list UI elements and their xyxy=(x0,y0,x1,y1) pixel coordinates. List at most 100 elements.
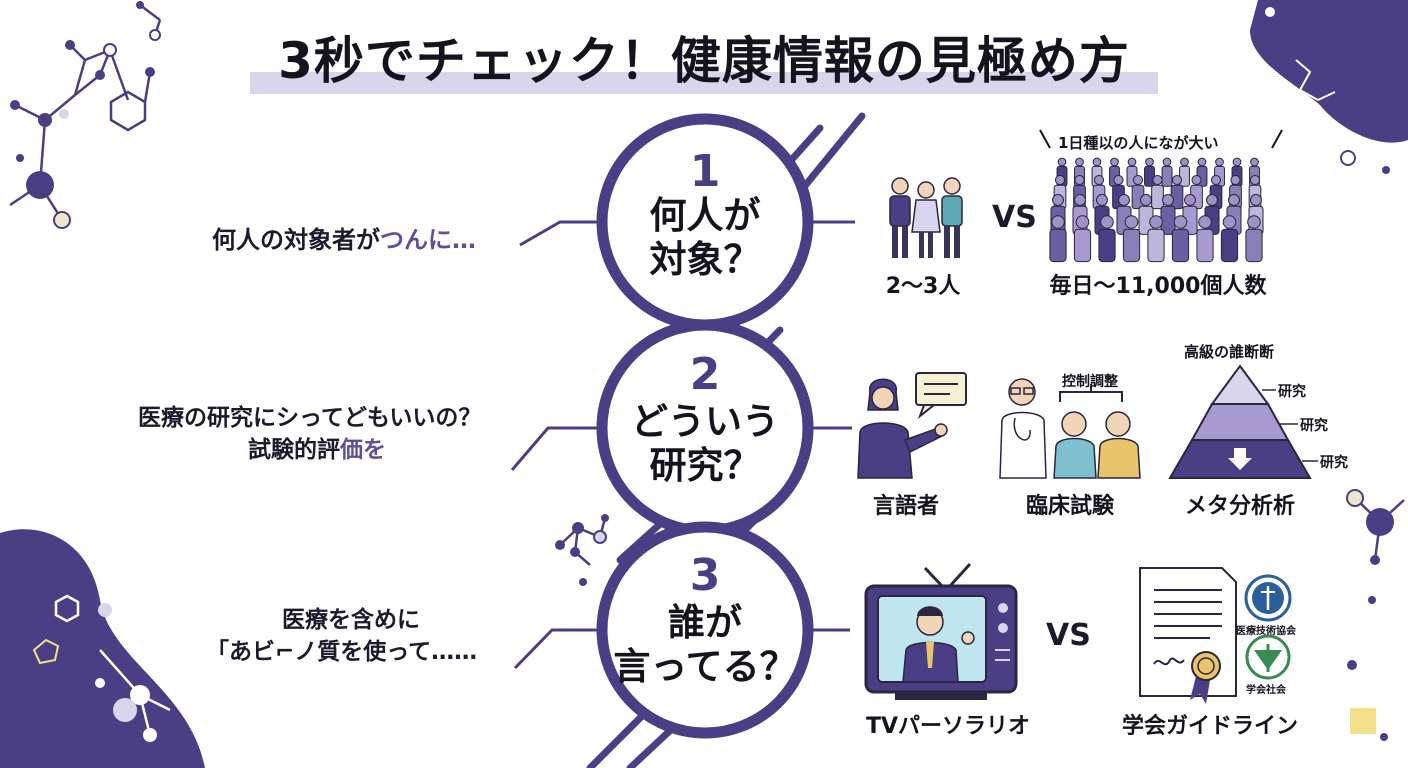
step-3-circle xyxy=(596,521,814,739)
step-3-vs-label: VS xyxy=(1046,618,1091,653)
step-2-left-text-line-2-plain: 試験的評 xyxy=(248,437,340,463)
crowd-person-body xyxy=(1179,165,1190,187)
crowd-person-body xyxy=(1098,228,1116,263)
pyramid-label: メタ分析析 xyxy=(1184,494,1295,519)
pyramid-level-2: 研究 xyxy=(1300,418,1328,434)
control-caption: 控制調整 xyxy=(1062,374,1118,390)
crowd-person-head xyxy=(1230,174,1241,186)
step-2-left-text-line-1: 医療の研究にシってどもいいの？ xyxy=(138,405,482,431)
pentagon-decoration xyxy=(32,638,60,665)
crowd-person-head xyxy=(1145,157,1154,167)
crowd-person-head xyxy=(1206,194,1218,206)
guideline-label: 学会ガイドライン xyxy=(1121,714,1298,739)
crowd-person-head xyxy=(1247,215,1261,229)
crowd-person-head xyxy=(1184,194,1196,206)
step-1-left-text: 何人の対象者がつんに… xyxy=(212,220,476,255)
crowd-person-head xyxy=(1054,174,1066,186)
crowd-person-head xyxy=(1173,215,1188,229)
clinical-trial-label: 臨床試験 xyxy=(1025,494,1114,519)
crowd-person-head xyxy=(1197,157,1207,167)
crowd-person-head xyxy=(1232,157,1242,167)
crowd-person-head xyxy=(1249,174,1261,186)
step-1-vs-label: VS xyxy=(992,200,1037,235)
clinical-trial-people-icon xyxy=(999,378,1141,479)
crowd-person-body xyxy=(1073,228,1092,263)
crowd-person-head xyxy=(1215,157,1224,167)
step-1-number: 1 xyxy=(689,146,721,197)
pyramid-level-3: 研究 xyxy=(1320,455,1348,471)
crowd-person-head xyxy=(1075,215,1090,229)
step-2-question-line-1: どういう xyxy=(631,400,779,443)
crowd-person-head xyxy=(1162,157,1172,167)
crowd-person-body xyxy=(1161,165,1173,187)
step-2-question-line-2: 研究？ xyxy=(649,444,761,487)
crowd-person-head xyxy=(1171,174,1183,186)
crowd-person-head xyxy=(1051,215,1065,229)
crowd-person-head xyxy=(1100,215,1114,229)
crowd-person-head xyxy=(1057,157,1067,167)
crowd-label: 毎日〜11,000個人数 xyxy=(1049,274,1267,299)
step-1-left-text-plain: 何人の対象者が xyxy=(212,226,380,254)
crowd-person-head xyxy=(1222,215,1237,229)
step-2-left-text-line-2: 試験的評価を xyxy=(248,430,386,464)
crowd-person-head xyxy=(1250,157,1259,167)
step-3-number: 3 xyxy=(689,550,721,601)
crowd-caption: 1日種以の人になが大い xyxy=(1058,134,1219,152)
crowd-person-head xyxy=(1228,194,1240,206)
guideline-document-icon xyxy=(1139,567,1237,704)
crowd-caption-bracket xyxy=(1039,129,1283,149)
step-3-left-text-line-1: 医療を含めに xyxy=(282,607,420,633)
molecule-top-right-decoration xyxy=(1295,59,1336,101)
tv-label: TVパーソラリオ xyxy=(865,714,1031,739)
crowd-person-head xyxy=(1096,194,1108,206)
step-1-left-text-accent: つんに… xyxy=(380,226,476,254)
crowd-person-body xyxy=(1147,228,1165,263)
step-2-number: 2 xyxy=(689,349,721,400)
crowd-person-head xyxy=(1110,157,1119,167)
step-1-question-line-1: 何人が xyxy=(649,194,761,237)
crowd-person-head xyxy=(1191,174,1202,186)
title-highlight-band xyxy=(250,72,1158,94)
crowd-person-head xyxy=(1118,194,1130,206)
step-3-question-line-1: 誰が xyxy=(668,601,742,644)
crowd-person-body xyxy=(1049,228,1067,263)
medical-association-seal-icon xyxy=(1244,574,1292,622)
step-3-left-text-line-2: 「あビ⌐ノ質を使って…… xyxy=(206,639,478,665)
blob-bottom-left-decoration xyxy=(0,529,205,768)
crowd-person-head xyxy=(1092,157,1102,167)
seal-1-label: 医療技術協会 xyxy=(1236,626,1296,637)
crowd-person-head xyxy=(1140,194,1152,206)
crowd-person-head xyxy=(1127,157,1137,167)
crowd-person-head xyxy=(1124,215,1139,229)
seal-2-label: 学会社会 xyxy=(1246,685,1286,696)
crowd-person-body xyxy=(1196,228,1214,263)
pyramid-level-1: 研究 xyxy=(1278,384,1306,400)
crowd-person-head xyxy=(1074,174,1085,186)
left-connector-lines xyxy=(510,220,614,670)
blob-top-right-decoration xyxy=(1250,0,1408,143)
crowd-person-head xyxy=(1210,174,1222,186)
crowd-person-head xyxy=(1132,174,1144,186)
crowd-person-head xyxy=(1052,194,1064,206)
crowd-person-head xyxy=(1250,194,1262,206)
title-area: 3秒でチェック！健康情報の見極め方 xyxy=(250,28,1158,98)
crowd-person-body xyxy=(1122,228,1141,263)
speaker-person-icon xyxy=(857,372,967,479)
crowd-person-body xyxy=(1245,228,1263,263)
crowd-person-head xyxy=(1075,157,1084,167)
evidence-pyramid-icon xyxy=(1168,364,1318,479)
crowd-person-head xyxy=(1198,215,1212,229)
step-2-left-text-line-2-accent: 価を xyxy=(340,437,386,463)
page-title: 3秒でチェック！健康情報の見極め方 xyxy=(278,32,1130,90)
crowd-person-head xyxy=(1074,194,1086,206)
academic-society-seal-icon xyxy=(1245,634,1291,680)
crowd-person-body xyxy=(1220,228,1239,263)
crowd-person-head xyxy=(1149,215,1163,229)
crowd-person-head xyxy=(1113,174,1124,186)
tv-personality-icon xyxy=(864,562,1018,700)
pyramid-caption: 高級の誰断断 xyxy=(1184,343,1275,361)
crowd-person-body xyxy=(1144,165,1155,187)
small-group-people-icon xyxy=(889,177,963,258)
